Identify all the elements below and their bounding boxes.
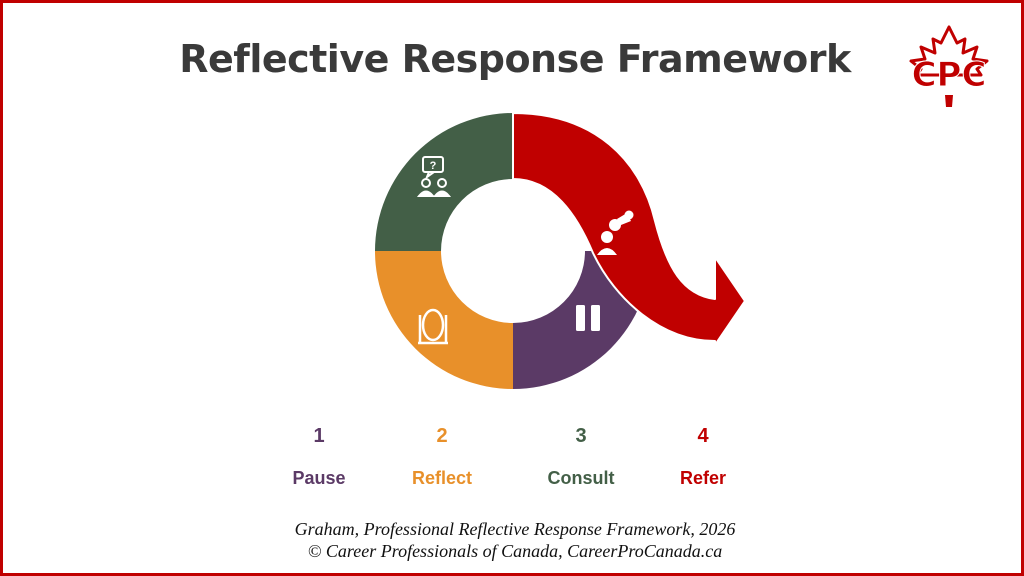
pause-icon — [576, 305, 600, 331]
page-title: Reflective Response Framework — [179, 37, 851, 81]
step-number: 3 — [575, 425, 587, 447]
refer-arrow-segment — [512, 112, 746, 346]
consult-segment — [375, 113, 513, 251]
step-consult: 3 Consult — [521, 425, 641, 495]
step-label: Pause — [292, 468, 346, 488]
handoff-icon — [597, 210, 634, 255]
citation: Graham, Professional Reflective Response… — [3, 518, 1024, 562]
reflect-segment — [375, 251, 513, 389]
step-refer: 4 Refer — [643, 425, 763, 495]
maple-leaf-logo-icon — [909, 25, 989, 107]
step-pause: 1 Pause — [259, 425, 379, 495]
question-mark-glyph: ? — [430, 160, 437, 172]
step-label: Reflect — [411, 468, 473, 488]
step-label: Refer — [679, 468, 727, 488]
mirror-icon — [418, 308, 448, 345]
step-label: Consult — [547, 468, 615, 488]
discussion-icon — [416, 156, 452, 197]
citation-line-1: Graham, Professional Reflective Response… — [294, 519, 736, 539]
citation-line-2: © Career Professionals of Canada, Career… — [307, 541, 723, 561]
framework-cycle-diagram: ? — [375, 112, 746, 389]
step-number: 1 — [313, 425, 325, 447]
step-number: 2 — [436, 425, 448, 447]
step-number: 4 — [697, 425, 709, 447]
step-reflect: 2 Reflect — [382, 425, 502, 495]
logo-text: CPC — [911, 55, 987, 96]
